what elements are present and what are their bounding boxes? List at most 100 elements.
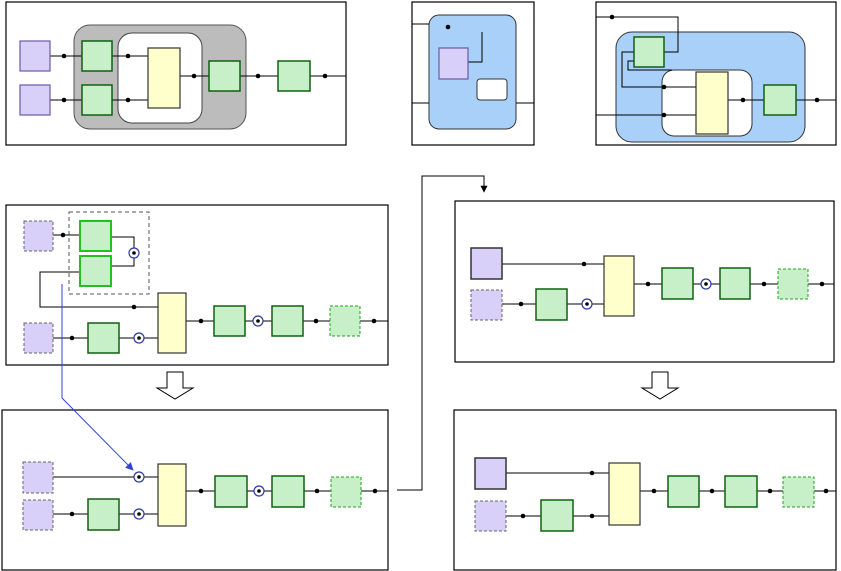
connection-dot-icon bbox=[131, 304, 137, 310]
joint-rings bbox=[128, 247, 264, 344]
connection-dot-icon bbox=[198, 488, 204, 494]
connection-dot-icon bbox=[589, 470, 595, 476]
process-block bbox=[87, 498, 120, 531]
input-block-dashed bbox=[474, 500, 507, 532]
process-block-highlighted bbox=[79, 220, 112, 252]
process-block bbox=[81, 84, 113, 116]
input-block bbox=[474, 457, 507, 490]
panel-top-right bbox=[595, 1, 837, 146]
process-block bbox=[763, 84, 797, 116]
connection-dot-icon bbox=[69, 335, 75, 341]
panel-bottom-left bbox=[1, 409, 389, 571]
process-block-dashed bbox=[782, 476, 815, 508]
joint-ring-icon bbox=[700, 278, 712, 290]
input-block-dashed bbox=[470, 289, 503, 321]
annotation-arrow bbox=[61, 284, 134, 471]
process-block-dashed bbox=[329, 305, 361, 337]
process-block bbox=[535, 288, 568, 321]
process-block bbox=[271, 475, 305, 508]
input-block-dashed bbox=[23, 220, 54, 252]
process-block bbox=[633, 36, 665, 68]
input-block-dashed bbox=[23, 322, 54, 354]
connection-dots bbox=[60, 232, 377, 341]
connection-dot-icon bbox=[198, 318, 204, 324]
input-block bbox=[19, 84, 51, 116]
connection-dot-icon bbox=[255, 73, 261, 79]
connection-dot-icon bbox=[814, 97, 820, 103]
process-block bbox=[214, 475, 248, 508]
panel-frame bbox=[1, 409, 389, 571]
connection-dot-icon bbox=[823, 488, 829, 494]
process-block bbox=[81, 40, 113, 72]
input-block bbox=[470, 247, 503, 280]
connection-dot-icon bbox=[581, 261, 587, 267]
output-port bbox=[476, 78, 508, 101]
connection-dot-icon bbox=[313, 318, 319, 324]
panel-bottom-right bbox=[453, 409, 837, 571]
connection-dot-icon bbox=[125, 53, 131, 59]
connection-dot-icon bbox=[322, 73, 328, 79]
connection-dot-icon bbox=[69, 511, 75, 517]
connection-dot-icon bbox=[520, 513, 526, 519]
merge-block bbox=[608, 462, 641, 526]
joint-ring-icon bbox=[133, 508, 145, 520]
connection-dot-icon bbox=[589, 513, 595, 519]
process-block bbox=[208, 60, 241, 92]
panel-top-middle bbox=[411, 1, 535, 146]
connection-dot-icon bbox=[651, 488, 657, 494]
connection-dot-icon bbox=[61, 53, 67, 59]
merge-block bbox=[157, 463, 187, 527]
process-block bbox=[540, 499, 574, 532]
process-block bbox=[277, 60, 311, 92]
merge-block bbox=[603, 255, 635, 317]
hollow-down-arrow-icon bbox=[640, 371, 680, 400]
process-block-highlighted bbox=[79, 255, 112, 287]
connection-dot-icon bbox=[761, 281, 767, 287]
connection-dot-icon bbox=[445, 24, 451, 30]
connection-dot-icon bbox=[609, 14, 615, 20]
connection-dots bbox=[609, 14, 820, 118]
connection-dots bbox=[69, 488, 378, 517]
joint-ring-icon bbox=[581, 298, 593, 310]
process-block bbox=[87, 322, 120, 354]
merge-block bbox=[147, 47, 181, 109]
connection-dot-icon bbox=[819, 281, 825, 287]
connection-dot-icon bbox=[125, 97, 131, 103]
input-block bbox=[438, 47, 469, 80]
connection-dot-icon bbox=[61, 97, 67, 103]
hollow-down-arrow-icon bbox=[155, 371, 195, 400]
flow-arrow-mid-right-to-bottom-right bbox=[640, 371, 680, 400]
connection-dot-icon bbox=[661, 84, 667, 90]
connection-dots bbox=[518, 261, 825, 307]
joint-ring-icon bbox=[133, 332, 145, 344]
dashed-selection-group bbox=[68, 211, 150, 295]
connection-dots bbox=[520, 470, 829, 519]
connection-dot-icon bbox=[60, 232, 66, 238]
panel-top-left bbox=[5, 1, 347, 146]
process-block bbox=[661, 267, 694, 300]
connection-dot-icon bbox=[661, 112, 667, 118]
input-block-dashed bbox=[22, 461, 54, 494]
connection-dot-icon bbox=[191, 73, 197, 79]
input-block-dashed bbox=[22, 499, 54, 531]
joint-ring-icon bbox=[133, 471, 145, 483]
connection-dot-icon bbox=[314, 488, 320, 494]
panel-frame bbox=[5, 204, 389, 366]
panel-mid-right bbox=[454, 200, 835, 363]
connection-dots bbox=[61, 53, 328, 103]
annotation-arrow-line bbox=[61, 284, 134, 471]
wires bbox=[412, 23, 534, 104]
process-block bbox=[724, 475, 758, 508]
process-block bbox=[271, 305, 304, 337]
connection-dot-icon bbox=[371, 318, 377, 324]
joint-rings bbox=[133, 471, 265, 520]
process-block bbox=[213, 305, 246, 337]
flow-arrow-mid-left-to-bottom-left bbox=[155, 371, 195, 400]
connection-dot-icon bbox=[372, 488, 378, 494]
joint-ring-icon bbox=[253, 485, 265, 497]
process-block-dashed bbox=[330, 476, 362, 508]
connection-dot-icon bbox=[518, 301, 524, 307]
flow-connector-bottom-left-to-mid-right bbox=[397, 175, 488, 491]
